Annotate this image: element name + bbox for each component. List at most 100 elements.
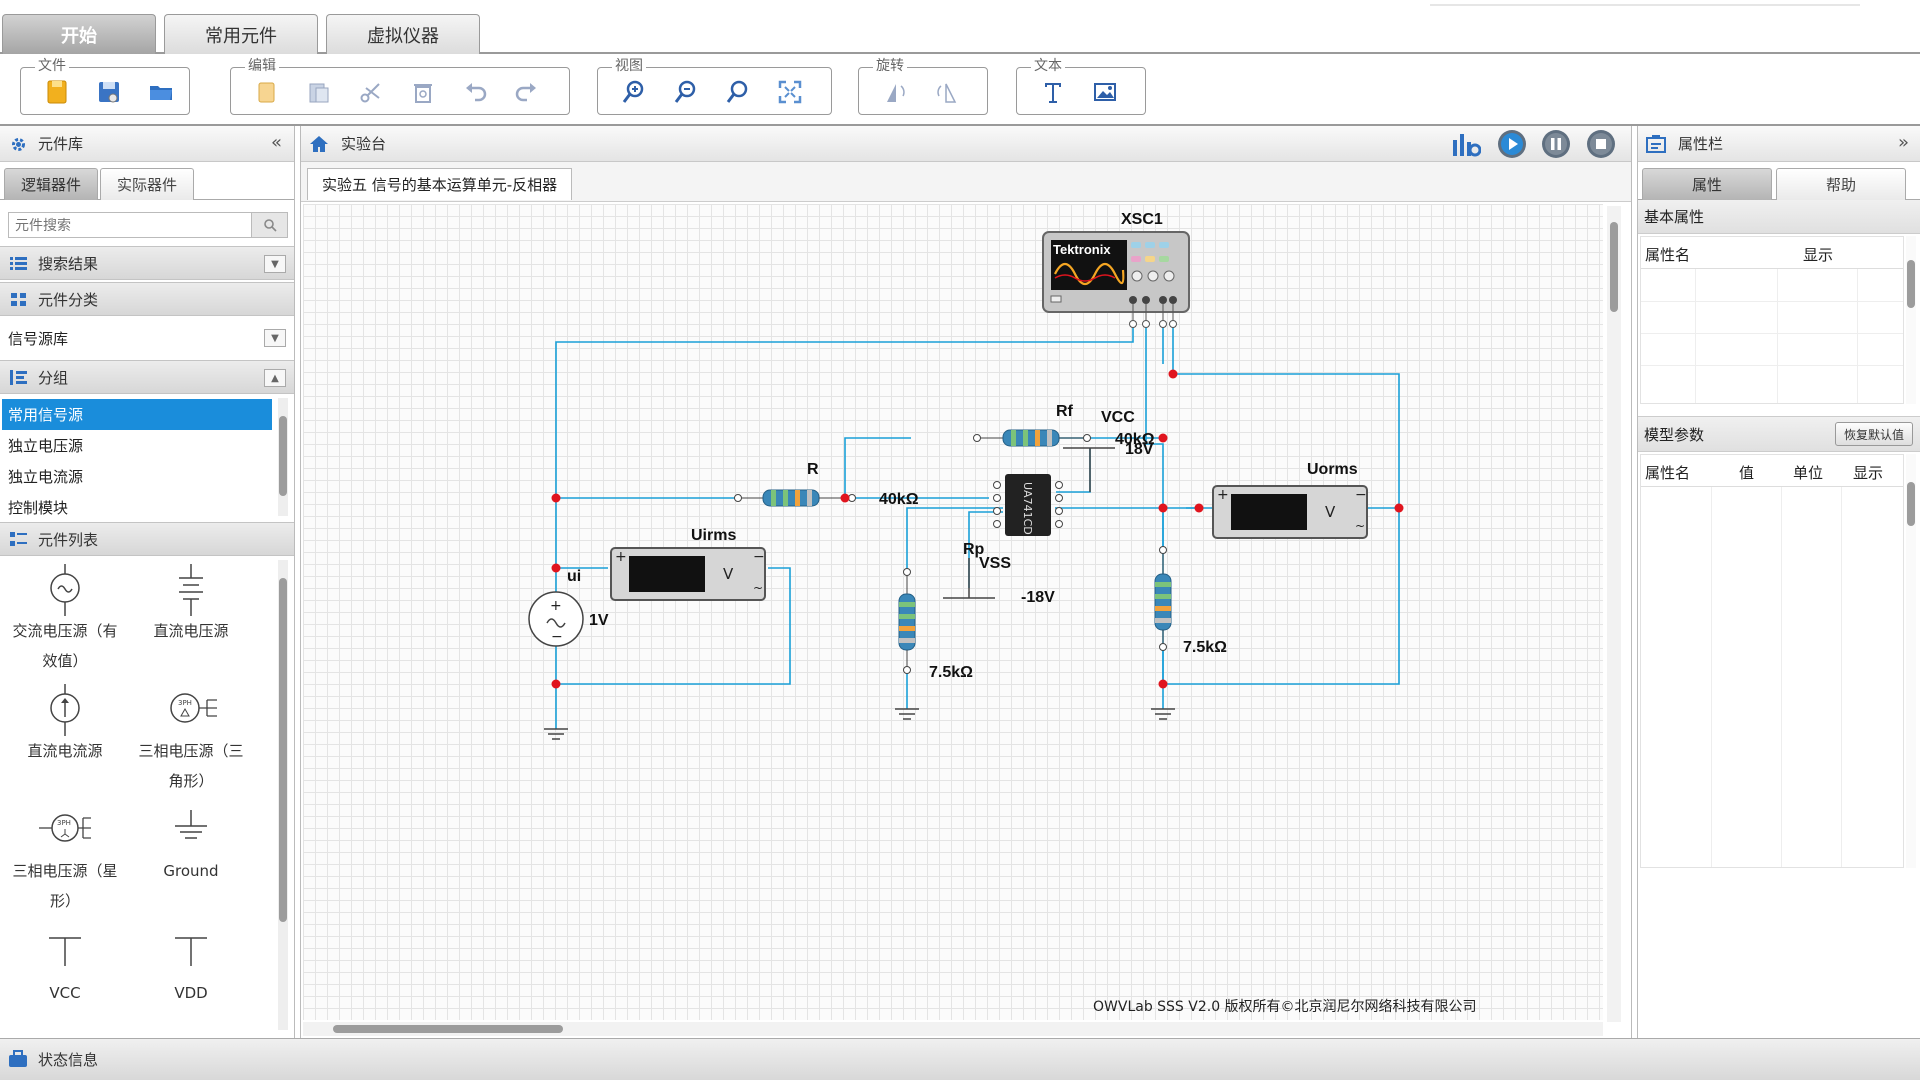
- analysis-icon[interactable]: [1451, 130, 1481, 158]
- search-results-dropdown[interactable]: ▼: [264, 255, 286, 273]
- circuit-canvas[interactable]: Tektronix XSC1 Rf 40kΩ R 40kΩ: [303, 204, 1603, 1020]
- component-vcc[interactable]: VCC: [6, 926, 124, 1008]
- model-params-thumb[interactable]: [1907, 482, 1915, 526]
- insert-image-button[interactable]: [1089, 76, 1121, 108]
- resistor-rp[interactable]: [898, 568, 916, 674]
- component-three-phase-delta[interactable]: 3PH 三相电压源（三角形）: [132, 684, 250, 796]
- component-dc-voltage-source[interactable]: 直流电压源: [132, 564, 250, 646]
- tab-help[interactable]: 帮助: [1776, 168, 1906, 200]
- stop-icon[interactable]: [1586, 129, 1616, 159]
- ac-source-ui[interactable]: + −: [528, 591, 584, 647]
- component-list-scrollbar[interactable]: [278, 560, 288, 1030]
- component-library-panel: 元件库 « 逻辑器件 实际器件 搜索结果 ▼ 元件分类 信号源库 ▼ 分组 ▲ …: [0, 126, 295, 1038]
- group-list: 常用信号源 独立电压源 独立电流源 控制模块: [0, 396, 294, 520]
- document-tab[interactable]: 实验五 信号的基本运算单元-反相器: [307, 168, 573, 200]
- collapse-right-icon[interactable]: »: [1897, 132, 1909, 153]
- undo-button[interactable]: [459, 76, 491, 108]
- vcc-supply[interactable]: [1063, 447, 1115, 492]
- component-three-phase-delta-label: 三相电压源（三角形）: [138, 742, 244, 790]
- model-params-header: 模型参数 恢复默认值: [1638, 416, 1920, 452]
- model-params-scrollbar[interactable]: [1906, 454, 1916, 868]
- rotate-right-button[interactable]: [931, 76, 963, 108]
- properties-panel: 属性栏 » 属性 帮助 基本属性 属性名 显示 模型参数 恢复默认值 属性名 值…: [1637, 126, 1920, 1038]
- new-file-button[interactable]: [41, 76, 73, 108]
- group-scroll-thumb[interactable]: [279, 416, 287, 496]
- open-folder-button[interactable]: [145, 76, 177, 108]
- cut-button[interactable]: [355, 76, 387, 108]
- junction-nodes: [551, 369, 1404, 689]
- redo-icon: [515, 83, 536, 102]
- resistor-rf[interactable]: [973, 429, 1091, 447]
- canvas-vertical-thumb[interactable]: [1610, 222, 1618, 312]
- category-dropdown[interactable]: ▼: [264, 329, 286, 347]
- basic-properties-table: 属性名 显示: [1640, 236, 1904, 404]
- search-button[interactable]: [251, 213, 287, 237]
- tab-real-components[interactable]: 实际器件: [100, 168, 194, 200]
- component-list-scroll-thumb[interactable]: [279, 578, 287, 922]
- play-icon[interactable]: [1497, 129, 1527, 159]
- opamp-ua741cd[interactable]: [993, 474, 1063, 536]
- rp-value: 7.5kΩ: [929, 664, 973, 681]
- edit-group-title: 编辑: [245, 58, 279, 74]
- group-collapse[interactable]: ▲: [264, 369, 286, 387]
- basic-properties-scrollbar[interactable]: [1906, 236, 1916, 404]
- paste-button[interactable]: [303, 76, 335, 108]
- oscilloscope-xsc1[interactable]: [1042, 231, 1190, 328]
- opamp-label: UA741CD: [1021, 482, 1034, 535]
- voltmeter-uorms[interactable]: + − ~: [1212, 485, 1368, 539]
- vss-supply[interactable]: [943, 558, 995, 599]
- component-three-phase-star[interactable]: 3PH 三相电压源（星形）: [6, 804, 124, 916]
- search-results-section[interactable]: 搜索结果 ▼: [0, 246, 294, 280]
- zoom-out-button[interactable]: [670, 76, 702, 108]
- copy-button[interactable]: [251, 76, 283, 108]
- basic-properties-thumb[interactable]: [1907, 260, 1915, 308]
- copyright-text: OWVLab SSS V2.0 版权所有©北京润尼尔网络科技有限公司: [1093, 999, 1477, 1015]
- image-icon: [1094, 83, 1116, 101]
- component-dc-current-source[interactable]: 直流电流源: [6, 684, 124, 766]
- redo-button[interactable]: [511, 76, 543, 108]
- insert-text-button[interactable]: [1037, 76, 1069, 108]
- three-phase-star-icon: 3PH: [39, 814, 91, 842]
- model-col-show: 显示: [1853, 464, 1884, 482]
- collapse-left-icon[interactable]: «: [270, 132, 282, 153]
- zoom-actual-button[interactable]: [722, 76, 754, 108]
- restore-defaults-button[interactable]: 恢复默认值: [1834, 422, 1913, 446]
- canvas-vertical-scrollbar[interactable]: [1607, 206, 1621, 1022]
- component-search-input[interactable]: [9, 213, 249, 237]
- basic-properties-columns: 属性名 显示: [1641, 237, 1903, 269]
- tab-properties[interactable]: 属性: [1642, 168, 1772, 200]
- component-vdd[interactable]: VDD: [132, 926, 250, 1008]
- basic-col-name: 属性名: [1645, 246, 1691, 264]
- group-item-common-sources[interactable]: 常用信号源: [2, 399, 272, 430]
- details-icon: [10, 532, 27, 546]
- pause-icon[interactable]: [1541, 129, 1571, 159]
- group-item-control-modules[interactable]: 控制模块: [8, 499, 69, 517]
- resistor-rl[interactable]: [1154, 546, 1172, 651]
- component-ac-source[interactable]: 交流电压源（有效值）: [6, 564, 124, 676]
- group-item-current-sources[interactable]: 独立电流源: [8, 468, 84, 486]
- tab-start[interactable]: 开始: [2, 14, 156, 54]
- canvas-horizontal-thumb[interactable]: [333, 1025, 563, 1033]
- zoom-in-button[interactable]: [618, 76, 650, 108]
- group-item-voltage-sources[interactable]: 独立电压源: [8, 437, 84, 455]
- save-button[interactable]: [93, 76, 125, 108]
- group-scrollbar[interactable]: [278, 398, 288, 516]
- voltmeter-uirms[interactable]: + − ~: [610, 547, 766, 601]
- model-col-name: 属性名: [1645, 464, 1691, 482]
- rotate-left-button[interactable]: [879, 76, 911, 108]
- ground-symbols: [544, 708, 1175, 740]
- r-value: 40kΩ: [879, 491, 919, 508]
- tab-virtual-instruments[interactable]: 虚拟仪器: [326, 14, 480, 54]
- resistor-r[interactable]: [734, 489, 856, 507]
- tab-logic-components[interactable]: 逻辑器件: [4, 168, 98, 200]
- expand-icon: [778, 80, 802, 104]
- tab-common-components[interactable]: 常用元件: [164, 14, 318, 54]
- component-library-header: 元件库 «: [0, 126, 294, 162]
- canvas-horizontal-scrollbar[interactable]: [303, 1022, 1603, 1036]
- component-ground[interactable]: Ground: [132, 804, 250, 886]
- delete-button[interactable]: [407, 76, 439, 108]
- fit-screen-button[interactable]: [774, 76, 806, 108]
- group-section[interactable]: 分组 ▲: [0, 360, 294, 394]
- title-strip: [1430, 0, 1860, 6]
- category-select[interactable]: 信号源库 ▼: [0, 318, 294, 358]
